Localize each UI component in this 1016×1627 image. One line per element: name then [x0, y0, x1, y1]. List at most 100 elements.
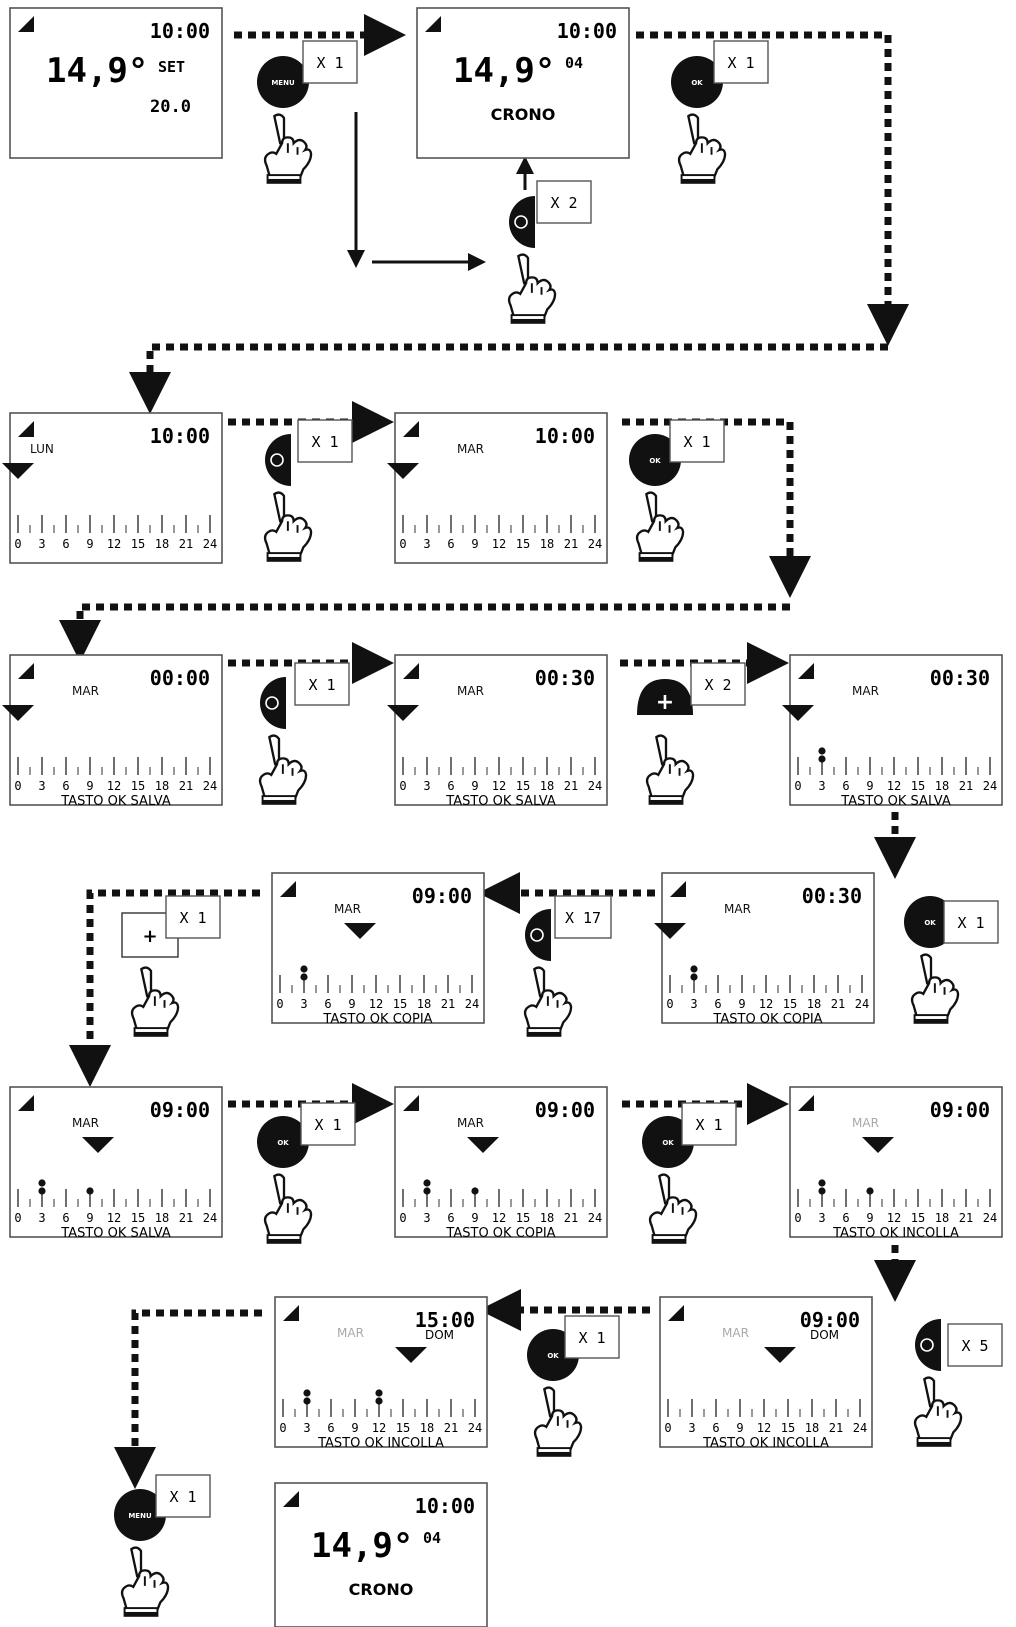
- key-label: OK: [691, 79, 703, 87]
- clock-time: 00:30: [535, 666, 595, 690]
- program-dot: [303, 1397, 310, 1404]
- room-temperature: 14,9°: [311, 1526, 413, 1566]
- scale-label: 3: [38, 779, 45, 793]
- day-label: MAR: [72, 684, 99, 698]
- scale-label: 6: [712, 1421, 719, 1435]
- scale-label: 12: [107, 537, 121, 551]
- key-label: +: [142, 926, 157, 947]
- scale-label: 0: [279, 1421, 286, 1435]
- key-label: MENU: [271, 79, 295, 87]
- program-dot: [303, 1389, 310, 1396]
- scale-label: 24: [588, 779, 602, 793]
- program-dot: [38, 1179, 45, 1186]
- program-dot: [818, 1187, 825, 1194]
- scale-label: 15: [131, 537, 145, 551]
- day-label: MAR: [852, 1116, 879, 1130]
- scale-label: 9: [471, 1211, 478, 1225]
- scale-label: 12: [492, 1211, 506, 1225]
- scale-label: 3: [423, 779, 430, 793]
- pointing-hand-icon: [132, 968, 178, 1037]
- lcd-screen: 00:00MAR03691215182124TASTO OK SALVA: [2, 655, 222, 809]
- scale-label: 21: [959, 779, 973, 793]
- button-step: + X 1: [122, 896, 220, 1037]
- scale-label: 24: [588, 1211, 602, 1225]
- target-day-label: DOM: [425, 1328, 454, 1342]
- footer-hint: TASTO OK SALVA: [60, 794, 171, 809]
- scale-label: 6: [62, 779, 69, 793]
- pointing-hand-icon: [509, 255, 555, 324]
- scale-label: 3: [423, 537, 430, 551]
- scale-label: 9: [351, 1421, 358, 1435]
- target-day-label: DOM: [810, 1328, 839, 1342]
- scale-label: 18: [540, 537, 554, 551]
- scale-label: 0: [399, 779, 406, 793]
- clock-time: 00:00: [150, 666, 210, 690]
- scale-label: 3: [818, 779, 825, 793]
- pointing-hand-icon: [265, 1175, 311, 1244]
- pointing-hand-icon: [265, 115, 311, 184]
- program-dot: [818, 755, 825, 762]
- day-label: MAR: [457, 442, 484, 456]
- scale-label: 18: [417, 997, 431, 1011]
- day-label: MAR: [724, 902, 751, 916]
- scale-label: 21: [179, 779, 193, 793]
- clock-time: 09:00: [412, 884, 472, 908]
- button-step: MENUX 1: [257, 41, 357, 184]
- press-count: X 17: [565, 909, 601, 927]
- scale-label: 18: [540, 1211, 554, 1225]
- scale-label: 9: [738, 997, 745, 1011]
- lcd-screen: 10:0014,9°SET20.0: [10, 8, 222, 158]
- scale-label: 15: [516, 537, 530, 551]
- scale-label: 12: [492, 779, 506, 793]
- key-label: OK: [649, 457, 661, 465]
- press-count: X 2: [550, 194, 577, 212]
- program-dot: [471, 1187, 478, 1194]
- scale-label: 6: [62, 537, 69, 551]
- mode-label: CRONO: [349, 1580, 414, 1599]
- clock-time: 09:00: [930, 1098, 990, 1122]
- key-label: OK: [924, 919, 936, 927]
- scale-label: 24: [588, 537, 602, 551]
- scale-label: 15: [516, 779, 530, 793]
- scale-label: 12: [107, 1211, 121, 1225]
- scale-label: 0: [794, 779, 801, 793]
- footer-hint: TASTO OK COPIA: [445, 1226, 555, 1241]
- footer-hint: TASTO OK SALVA: [840, 794, 951, 809]
- scale-label: 18: [155, 537, 169, 551]
- scale-label: 12: [492, 537, 506, 551]
- scale-label: 21: [959, 1211, 973, 1225]
- footer-hint: TASTO OK INCOLLA: [832, 1226, 959, 1241]
- pointing-hand-icon: [265, 493, 311, 562]
- press-count: X 1: [314, 1116, 341, 1134]
- press-count: X 1: [179, 909, 206, 927]
- scale-label: 24: [983, 779, 997, 793]
- scale-label: 6: [324, 997, 331, 1011]
- flow-arrow: [135, 1313, 262, 1475]
- clock-time: 00:30: [802, 884, 862, 908]
- button-step: OKX 1: [671, 41, 768, 184]
- scale-label: 9: [471, 779, 478, 793]
- scale-label: 9: [866, 779, 873, 793]
- program-tag: 04: [565, 54, 583, 72]
- clock-time: 10:00: [557, 19, 617, 43]
- pointing-hand-icon: [525, 968, 571, 1037]
- footer-hint: TASTO OK SALVA: [60, 1226, 171, 1241]
- mode-label: CRONO: [491, 105, 556, 124]
- day-label: MAR: [72, 1116, 99, 1130]
- scale-label: 0: [399, 537, 406, 551]
- program-dot: [38, 1187, 45, 1194]
- scale-label: 24: [465, 997, 479, 1011]
- lcd-screen: 10:0014,9°04CRONO: [417, 8, 629, 158]
- scale-label: 6: [327, 1421, 334, 1435]
- scale-label: 12: [369, 997, 383, 1011]
- pointing-hand-icon: [679, 115, 725, 184]
- press-count: X 1: [311, 433, 338, 451]
- program-dot: [300, 973, 307, 980]
- room-temperature: 14,9°: [46, 51, 148, 91]
- scale-label: 9: [86, 779, 93, 793]
- scale-label: 9: [736, 1421, 743, 1435]
- scale-label: 15: [131, 779, 145, 793]
- button-step: X 1: [260, 663, 349, 805]
